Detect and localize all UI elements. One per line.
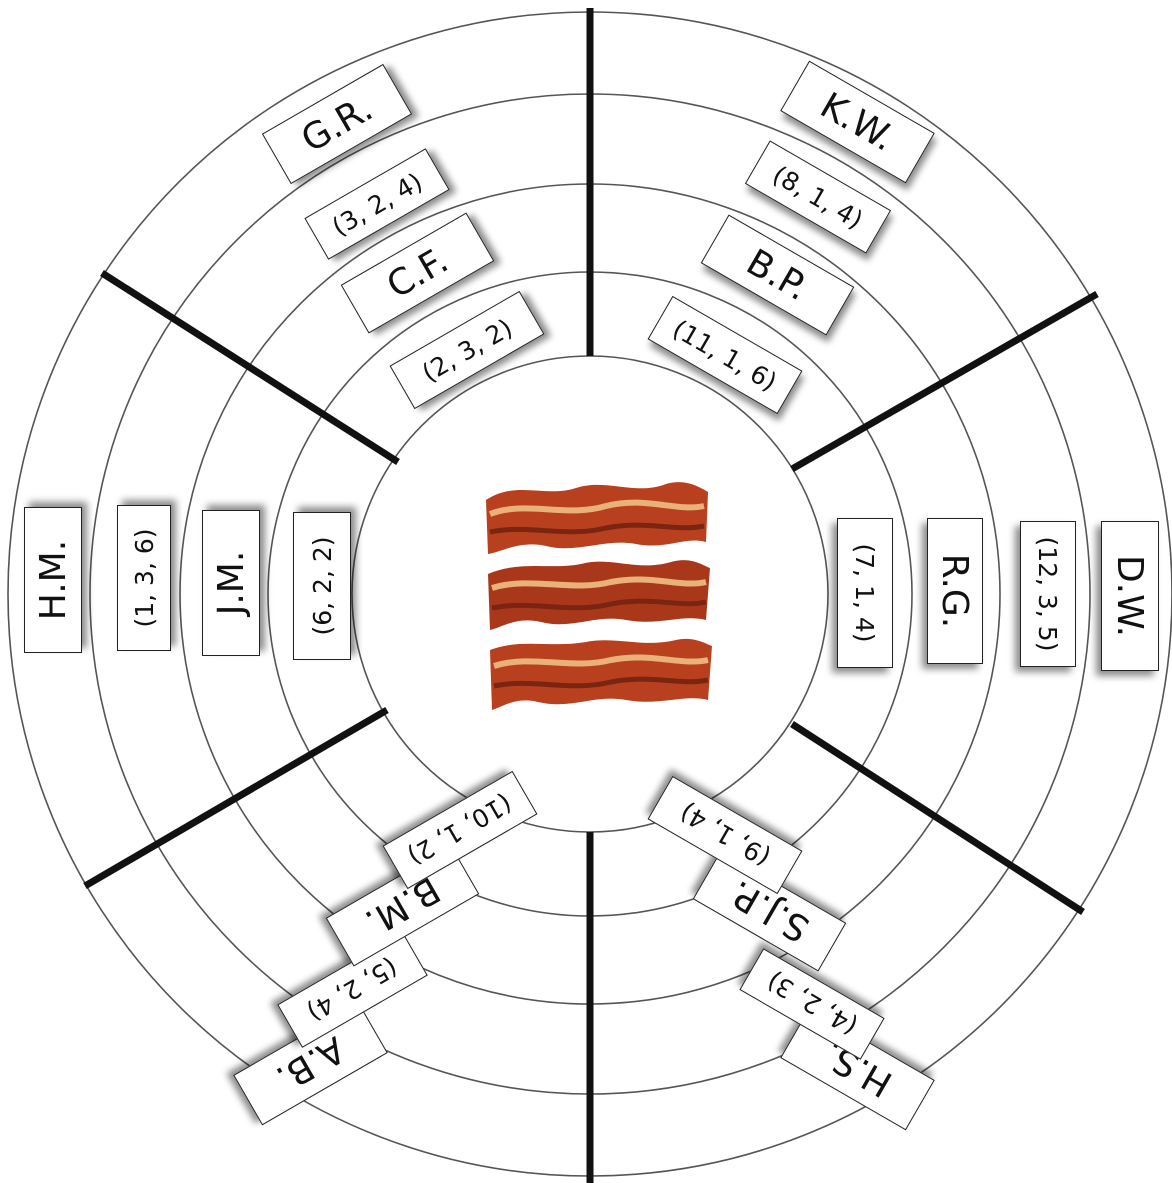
label-right-outer: D.W. xyxy=(1101,521,1159,671)
bacon-strip-3 xyxy=(490,639,712,710)
label-right-tuple-outer: (12, 3, 5) xyxy=(1020,521,1076,667)
label-right-tuple-inner: (7, 1, 4) xyxy=(837,518,893,668)
bacon-strip-2 xyxy=(488,560,710,630)
divider-upper-right xyxy=(792,294,1097,469)
bacon-strip-1 xyxy=(486,482,708,554)
label-left-tuple-outer: (1, 3, 6) xyxy=(117,505,171,651)
label-left-outer: H.M. xyxy=(24,507,82,653)
label-left-tuple-inner: (6, 2, 2) xyxy=(293,512,351,660)
label-left-inner: J.M. xyxy=(202,510,260,656)
label-right-inner: R.G. xyxy=(927,518,983,664)
divider-lower-right xyxy=(792,724,1083,912)
bacon-icon xyxy=(476,470,716,730)
